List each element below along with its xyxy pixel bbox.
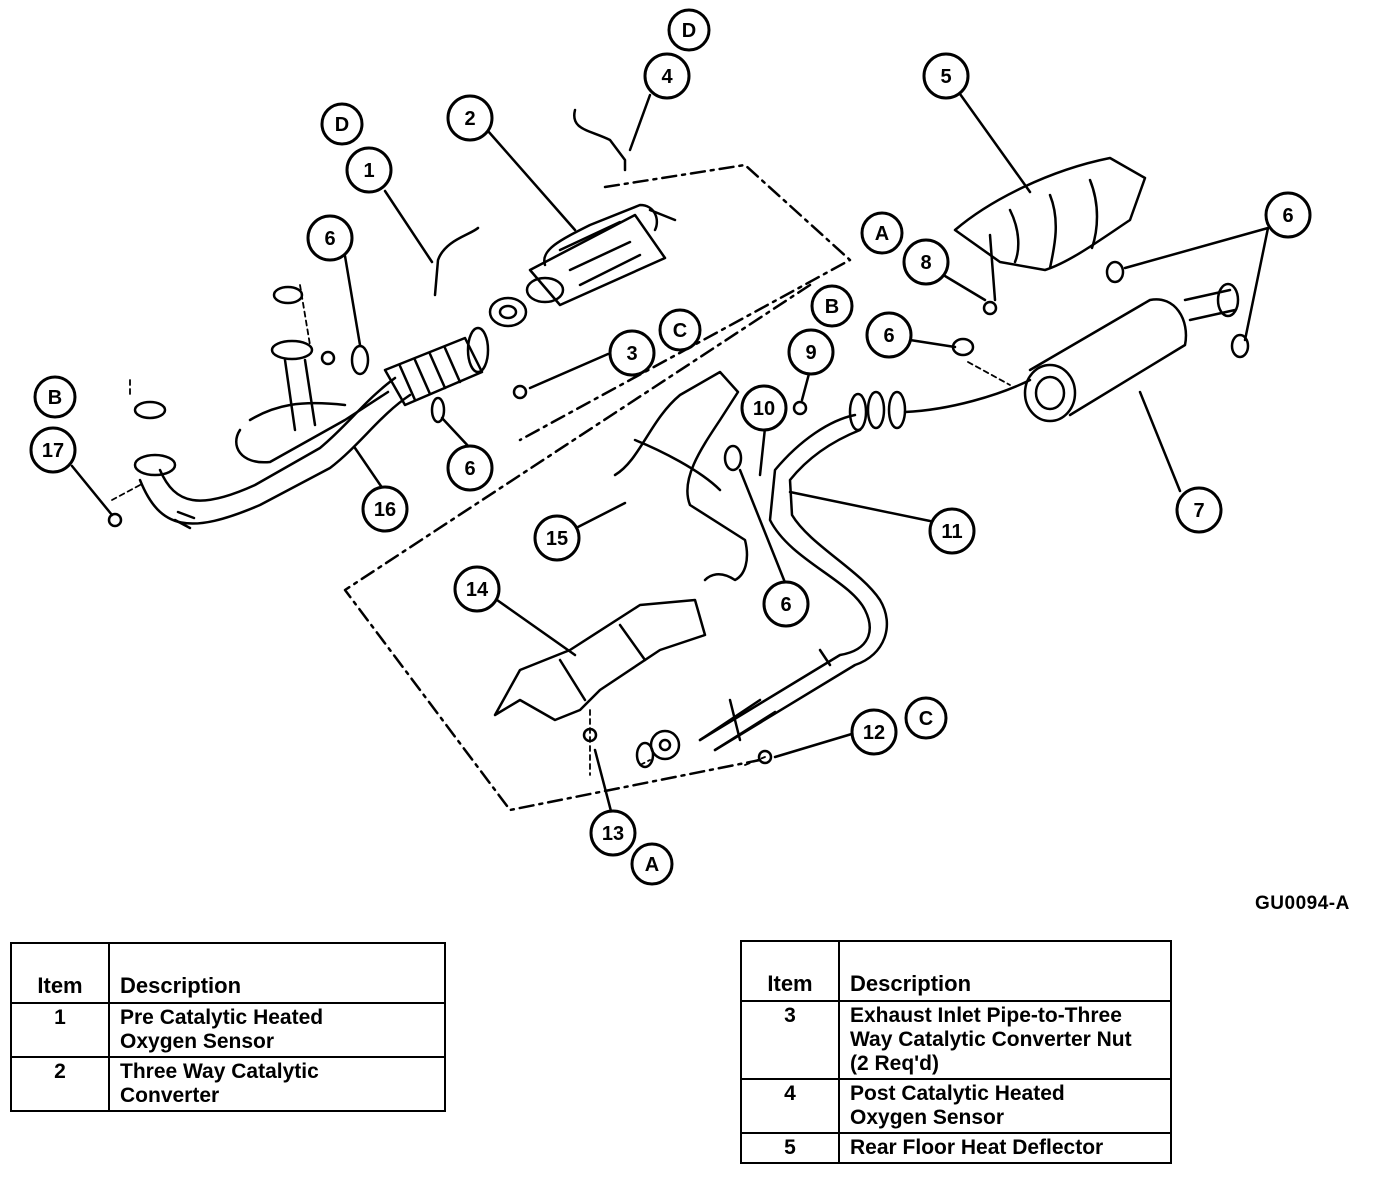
ref-letter-a: A xyxy=(645,854,659,876)
item-number: 4 xyxy=(740,1078,840,1134)
description-line: Pre Catalytic Heated xyxy=(120,1006,324,1029)
description-line: Oxygen Sensor xyxy=(120,1030,275,1053)
callout-3: 3 xyxy=(626,343,637,365)
leader-lines xyxy=(70,92,1270,817)
callout-14: 14 xyxy=(466,579,489,601)
description-line: Three Way Catalytic xyxy=(120,1060,319,1083)
callout-4: 4 xyxy=(661,66,673,88)
y-inlet-pipe xyxy=(133,339,412,530)
header-description: Description xyxy=(108,942,446,1004)
lower-group-outline xyxy=(343,283,812,812)
callout-16: 16 xyxy=(374,499,396,521)
description-line: Converter xyxy=(120,1084,220,1107)
ref-letter-b: B xyxy=(825,296,839,318)
description-line: (2 Req'd) xyxy=(850,1052,939,1075)
gasket xyxy=(272,285,304,305)
heat-shield-15 xyxy=(613,370,749,582)
callout-5: 5 xyxy=(940,66,951,88)
description-line: Oxygen Sensor xyxy=(850,1106,1005,1129)
description-line: Rear Floor Heat Deflector xyxy=(850,1136,1104,1159)
callout-7: 7 xyxy=(1193,500,1204,522)
callout-8: 8 xyxy=(920,252,931,274)
intermediate-pipe xyxy=(698,390,907,752)
gasket xyxy=(488,296,528,328)
flex-coupling xyxy=(383,326,490,407)
item-number: 1 xyxy=(10,1002,110,1058)
callout-6: 6 xyxy=(1282,205,1293,227)
callout-13: 13 xyxy=(602,823,624,845)
heat-shield-14 xyxy=(493,598,707,722)
ref-letter-c: C xyxy=(673,320,687,342)
item-number: 5 xyxy=(740,1132,840,1164)
catalytic-converter xyxy=(525,203,677,307)
post-cat-sensor xyxy=(573,108,627,172)
callout-6: 6 xyxy=(324,228,335,250)
ref-letter-d: D xyxy=(682,20,696,42)
ref-letter-b: B xyxy=(48,387,62,409)
callout-17: 17 xyxy=(42,440,64,462)
exhaust-system-diagram: 1 2 3 4 5 6 6 6 6 6 7 8 9 10 11 12 13 14… xyxy=(29,8,1312,886)
legend-table-right: Item Description 3 Exhaust Inlet Pipe-to… xyxy=(740,940,1172,1164)
pre-cat-sensor xyxy=(433,226,480,297)
header-item: Item xyxy=(10,942,110,1004)
callout-10: 10 xyxy=(753,398,775,420)
ref-letter-a: A xyxy=(875,223,889,245)
description-line: Way Catalytic Converter Nut xyxy=(850,1028,1132,1051)
callout-6: 6 xyxy=(780,594,791,616)
header-description: Description xyxy=(838,940,1172,1002)
ref-letter-c: C xyxy=(919,708,933,730)
hanger-insulator xyxy=(350,344,370,376)
callout-9: 9 xyxy=(805,342,816,364)
callout-1: 1 xyxy=(363,160,374,182)
legend-header-row: Item Description xyxy=(10,942,446,1004)
callout-15: 15 xyxy=(546,528,568,550)
callout-6: 6 xyxy=(883,325,894,347)
callout-6: 6 xyxy=(464,458,475,480)
item-number: 3 xyxy=(740,1000,840,1080)
item-description: Rear Floor Heat Deflector xyxy=(838,1132,1172,1164)
legend-header-row: Item Description xyxy=(740,940,1172,1002)
table-row: 5 Rear Floor Heat Deflector xyxy=(740,1132,1172,1164)
item-number: 2 xyxy=(10,1056,110,1112)
ref-letter-d: D xyxy=(335,114,349,136)
figure-code: GU0094-A xyxy=(1255,893,1350,914)
header-item: Item xyxy=(740,940,840,1002)
rear-heat-deflector xyxy=(953,156,1147,302)
muffler xyxy=(903,282,1240,423)
callout-2: 2 xyxy=(464,108,475,130)
callout-12: 12 xyxy=(863,722,885,744)
callout-11: 11 xyxy=(941,521,962,543)
upper-group-outline xyxy=(518,163,852,442)
description-line: Exhaust Inlet Pipe-to-Three xyxy=(850,1004,1122,1027)
description-line: Post Catalytic Heated xyxy=(850,1082,1065,1105)
